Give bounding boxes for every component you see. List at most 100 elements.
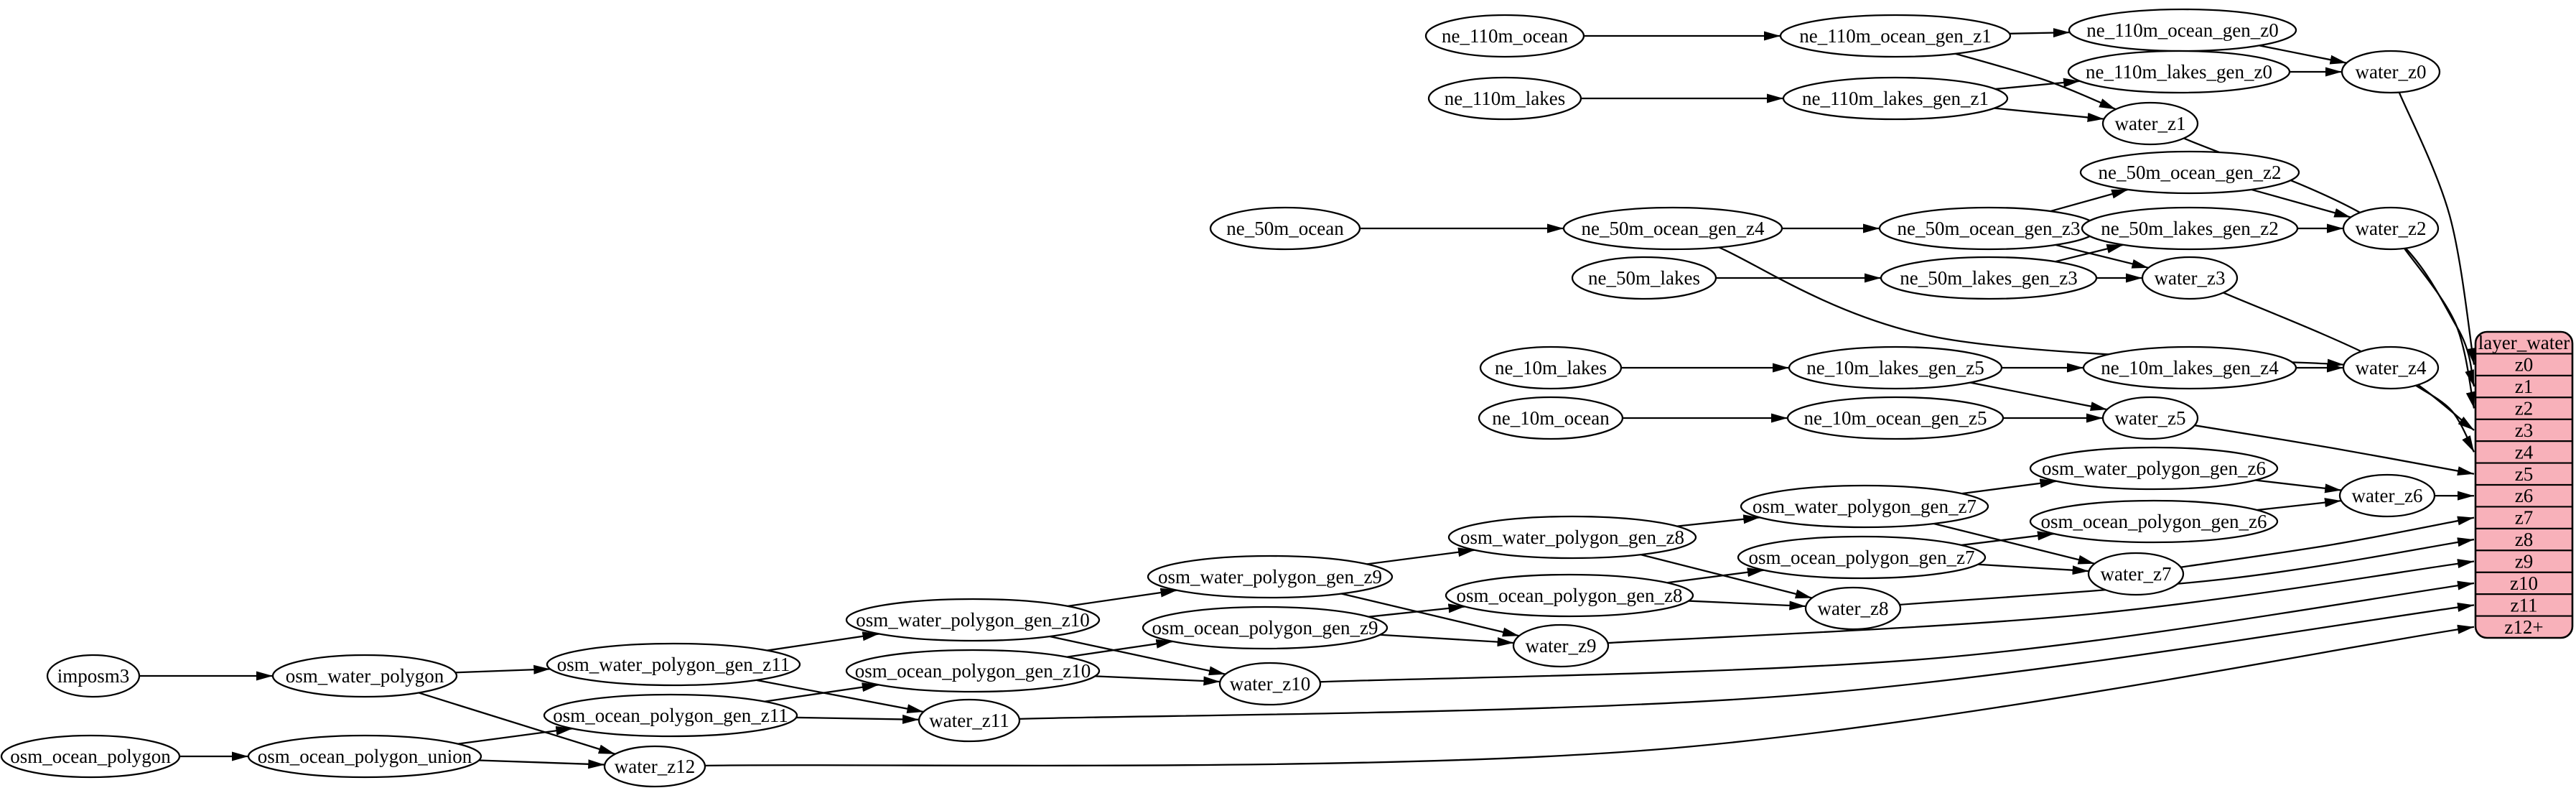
node-ne_110m_ocean_gen_z1: ne_110m_ocean_gen_z1 xyxy=(1781,15,2010,57)
node-water_z9: water_z9 xyxy=(1513,625,1608,667)
edge-water_z4-to-layer_water-z4 xyxy=(2416,386,2474,453)
node-label-ne_50m_ocean_gen_z4: ne_50m_ocean_gen_z4 xyxy=(1582,218,1765,239)
node-label-water_z7: water_z7 xyxy=(2101,563,2172,585)
node-ne_10m_lakes_gen_z4: ne_10m_lakes_gen_z4 xyxy=(2083,347,2296,389)
table-layer: layer_waterz0z1z2z3z4z5z6z7z8z9z10z11z12… xyxy=(2475,332,2572,638)
node-label-ne_110m_ocean_gen_z1: ne_110m_ocean_gen_z1 xyxy=(1799,25,1991,47)
layer-water-row-z1: z1 xyxy=(2515,376,2533,397)
node-label-ne_10m_ocean_gen_z5: ne_10m_ocean_gen_z5 xyxy=(1804,407,1987,429)
node-water_z2: water_z2 xyxy=(2343,208,2438,249)
node-ne_50m_ocean_gen_z3: ne_50m_ocean_gen_z3 xyxy=(1880,208,2098,249)
node-water_z6: water_z6 xyxy=(2340,475,2435,516)
node-osm_water_polygon_gen_z6: osm_water_polygon_gen_z6 xyxy=(2030,447,2277,489)
node-osm_ocean_polygon_gen_z10: osm_ocean_polygon_gen_z10 xyxy=(846,650,1099,692)
edge-osm_water_polygon_gen_z7-to-osm_water_polygon_gen_z6 xyxy=(1962,481,2057,493)
node-label-water_z12: water_z12 xyxy=(615,756,695,777)
node-label-water_z1: water_z1 xyxy=(2115,113,2186,134)
node-water_z10: water_z10 xyxy=(1220,663,1320,705)
layer-water-row-z8: z8 xyxy=(2515,529,2533,550)
node-label-osm_water_polygon_gen_z7: osm_water_polygon_gen_z7 xyxy=(1753,496,1977,517)
edge-osm_water_polygon_gen_z8-to-osm_water_polygon_gen_z7 xyxy=(1677,517,1760,526)
node-ne_10m_ocean_gen_z5: ne_10m_ocean_gen_z5 xyxy=(1788,397,2003,439)
edge-osm_ocean_polygon_gen_z11-to-osm_ocean_polygon_gen_z10 xyxy=(765,685,879,701)
node-label-ne_50m_lakes_gen_z2: ne_50m_lakes_gen_z2 xyxy=(2101,218,2278,239)
node-label-water_z2: water_z2 xyxy=(2356,218,2427,239)
node-ne_110m_lakes_gen_z0: ne_110m_lakes_gen_z0 xyxy=(2068,51,2290,93)
node-label-osm_ocean_polygon_union: osm_ocean_polygon_union xyxy=(258,746,472,767)
node-ne_10m_lakes_gen_z5: ne_10m_lakes_gen_z5 xyxy=(1789,347,2002,389)
edge-osm_ocean_polygon_gen_z7-to-water_z7 xyxy=(1978,565,2089,571)
layer-water-row-z11: z11 xyxy=(2511,594,2538,616)
edge-osm_water_polygon_gen_z10-to-osm_water_polygon_gen_z9 xyxy=(1068,590,1177,606)
node-label-water_z0: water_z0 xyxy=(2356,61,2427,83)
node-ne_10m_ocean: ne_10m_ocean xyxy=(1479,397,1623,439)
edge-osm_ocean_polygon_gen_z9-to-osm_ocean_polygon_gen_z8 xyxy=(1368,606,1465,616)
edge-osm_water_polygon_gen_z6-to-water_z6 xyxy=(2255,481,2341,491)
node-label-osm_water_polygon_gen_z11: osm_water_polygon_gen_z11 xyxy=(557,654,790,675)
node-water_z3: water_z3 xyxy=(2142,257,2237,299)
edge-water_z8-to-layer_water-z8 xyxy=(1900,539,2474,605)
node-label-ne_10m_ocean: ne_10m_ocean xyxy=(1492,407,1610,429)
node-label-osm_ocean_polygon: osm_ocean_polygon xyxy=(10,746,171,767)
node-label-osm_water_polygon_gen_z10: osm_water_polygon_gen_z10 xyxy=(856,609,1089,631)
node-label-ne_50m_lakes: ne_50m_lakes xyxy=(1588,267,1700,289)
node-ne_110m_lakes: ne_110m_lakes xyxy=(1429,78,1581,119)
node-label-water_z10: water_z10 xyxy=(1230,673,1310,695)
node-ne_50m_ocean_gen_z2: ne_50m_ocean_gen_z2 xyxy=(2081,152,2299,193)
node-ne_50m_ocean: ne_50m_ocean xyxy=(1210,208,1360,249)
node-label-water_z6: water_z6 xyxy=(2352,485,2423,506)
node-ne_50m_lakes: ne_50m_lakes xyxy=(1572,257,1716,299)
edge-osm_ocean_polygon_gen_z10-to-water_z10 xyxy=(1095,676,1220,682)
node-label-osm_water_polygon: osm_water_polygon xyxy=(286,665,444,687)
node-osm_water_polygon_gen_z7: osm_water_polygon_gen_z7 xyxy=(1741,486,1988,527)
layer-water-row-z9: z9 xyxy=(2515,551,2533,572)
node-label-osm_ocean_polygon_gen_z6: osm_ocean_polygon_gen_z6 xyxy=(2041,511,2267,532)
edge-ne_110m_lakes_gen_z1-to-water_z1 xyxy=(1994,108,2104,119)
node-ne_110m_lakes_gen_z1: ne_110m_lakes_gen_z1 xyxy=(1783,78,2007,119)
node-label-ne_110m_ocean: ne_110m_ocean xyxy=(1442,25,1568,47)
node-osm_ocean_polygon_gen_z9: osm_ocean_polygon_gen_z9 xyxy=(1143,607,1387,649)
nodes-layer: ne_110m_ocean ne_110m_ocean_gen_z1 ne_110m… xyxy=(1,9,2440,787)
node-ne_50m_ocean_gen_z4: ne_50m_ocean_gen_z4 xyxy=(1564,208,1782,249)
node-osm_ocean_polygon_union: osm_ocean_polygon_union xyxy=(248,736,481,777)
node-label-ne_50m_ocean_gen_z2: ne_50m_ocean_gen_z2 xyxy=(2099,162,2282,183)
node-label-ne_50m_ocean: ne_50m_ocean xyxy=(1226,218,1344,239)
edge-ne_50m_ocean_gen_z3-to-ne_50m_ocean_gen_z2 xyxy=(2050,190,2128,211)
node-osm_water_polygon_gen_z11: osm_water_polygon_gen_z11 xyxy=(547,644,800,685)
node-water_z12: water_z12 xyxy=(605,746,705,787)
edge-osm_water_polygon_gen_z9-to-osm_water_polygon_gen_z8 xyxy=(1367,550,1475,565)
node-label-ne_10m_lakes: ne_10m_lakes xyxy=(1495,357,1607,379)
layer-water-row-z4: z4 xyxy=(2515,441,2534,463)
layer-water-row-z7: z7 xyxy=(2515,507,2533,529)
node-ne_10m_lakes: ne_10m_lakes xyxy=(1480,347,1621,389)
node-ne_110m_ocean: ne_110m_ocean xyxy=(1426,15,1584,57)
node-label-water_z3: water_z3 xyxy=(2155,267,2226,289)
layer-water-row-z6: z6 xyxy=(2515,485,2533,506)
layer-water-table-title: layer_water xyxy=(2478,332,2570,353)
node-osm_water_polygon_gen_z8: osm_water_polygon_gen_z8 xyxy=(1449,516,1696,558)
node-ne_110m_ocean_gen_z0: ne_110m_ocean_gen_z0 xyxy=(2069,9,2296,51)
node-label-imposm3: imposm3 xyxy=(57,665,130,687)
node-label-ne_50m_lakes_gen_z3: ne_50m_lakes_gen_z3 xyxy=(1900,267,2077,289)
node-label-osm_ocean_polygon_gen_z7: osm_ocean_polygon_gen_z7 xyxy=(1749,547,1975,568)
edge-osm_ocean_polygon_gen_z9-to-water_z9 xyxy=(1380,635,1513,643)
node-osm_water_polygon_gen_z9: osm_water_polygon_gen_z9 xyxy=(1148,556,1392,598)
node-label-osm_water_polygon_gen_z6: osm_water_polygon_gen_z6 xyxy=(2042,458,2266,479)
node-water_z7: water_z7 xyxy=(2089,553,2183,595)
edge-ne_110m_ocean_gen_z1-to-ne_110m_ocean_gen_z0 xyxy=(2010,32,2070,34)
edge-osm_ocean_polygon_gen_z8-to-osm_ocean_polygon_gen_z7 xyxy=(1667,570,1764,583)
node-osm_ocean_polygon_gen_z8: osm_ocean_polygon_gen_z8 xyxy=(1446,575,1693,616)
node-label-ne_110m_ocean_gen_z0: ne_110m_ocean_gen_z0 xyxy=(2086,19,2278,41)
node-osm_ocean_polygon_gen_z11: osm_ocean_polygon_gen_z11 xyxy=(544,695,797,736)
node-label-water_z9: water_z9 xyxy=(1526,635,1597,657)
node-label-water_z11: water_z11 xyxy=(929,710,1009,731)
node-label-ne_110m_lakes_gen_z0: ne_110m_lakes_gen_z0 xyxy=(2086,61,2272,83)
node-label-osm_ocean_polygon_gen_z10: osm_ocean_polygon_gen_z10 xyxy=(855,660,1091,682)
edge-osm_water_polygon_gen_z11-to-osm_water_polygon_gen_z10 xyxy=(767,634,879,650)
layer-water-row-z5: z5 xyxy=(2515,463,2533,485)
node-label-osm_ocean_polygon_gen_z9: osm_ocean_polygon_gen_z9 xyxy=(1152,617,1378,639)
node-label-osm_water_polygon_gen_z9: osm_water_polygon_gen_z9 xyxy=(1158,566,1382,588)
node-osm_ocean_polygon: osm_ocean_polygon xyxy=(1,736,179,777)
node-water_z11: water_z11 xyxy=(919,700,1019,741)
